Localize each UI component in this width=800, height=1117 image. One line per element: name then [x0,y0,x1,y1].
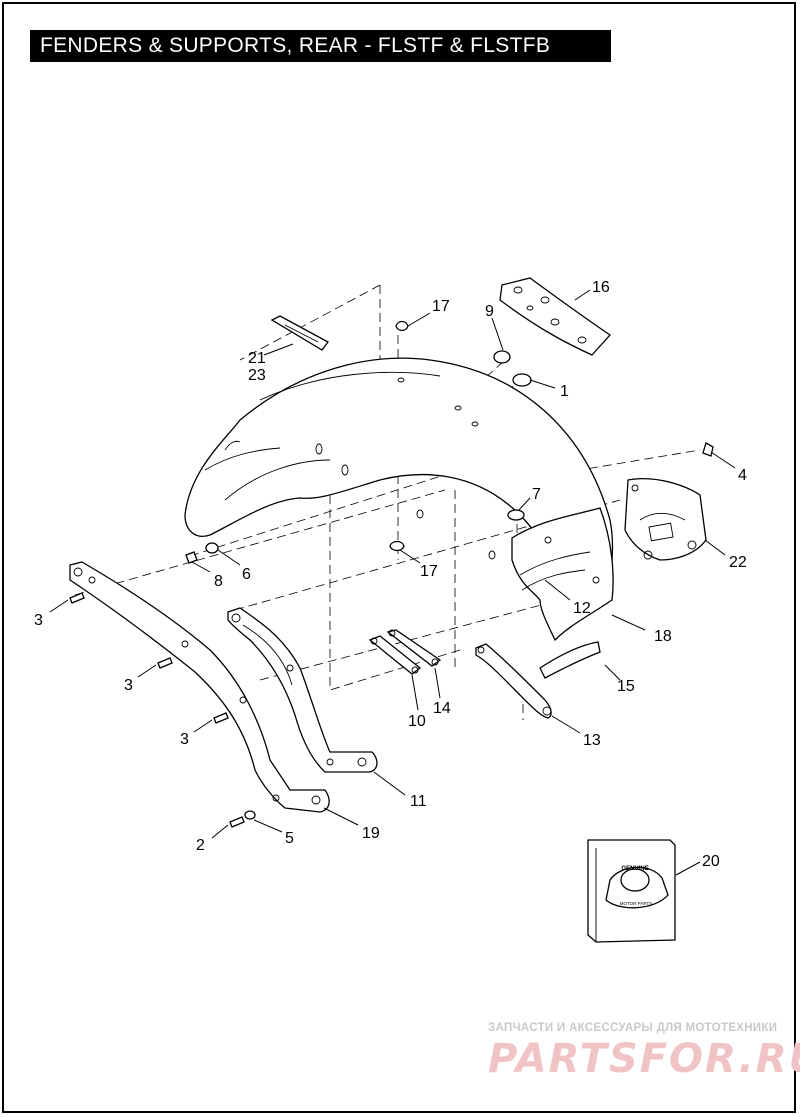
callout-7: 7 [532,486,541,503]
fender-support-inner [227,607,378,773]
fender-skirt [511,507,614,642]
leader-lines [49,289,736,876]
page-title: FENDERS & SUPPORTS, REAR - FLSTF & FLSTF… [30,30,611,62]
callout-22: 22 [729,554,747,571]
callout-labels: 1 2 3 3 3 4 5 6 7 8 9 10 11 12 13 14 15 … [34,279,747,870]
genuine-parts-box [587,839,676,943]
callout-17: 17 [432,298,450,315]
fender-strip-bracket [270,315,329,351]
fasteners [69,542,256,828]
fender-plate [499,277,611,356]
callout-19: 19 [362,825,380,842]
callout-3: 3 [180,731,189,748]
callout-14: 14 [433,700,451,717]
callout-21: 21 [248,350,266,367]
callout-5: 5 [285,830,294,847]
small-hardware [389,320,532,552]
callout-4: 4 [738,467,747,484]
callout-18: 18 [654,628,672,645]
logo-text-genuine: GENUINE [621,866,648,872]
callout-2: 2 [196,837,205,854]
callout-17: 17 [420,563,438,580]
callout-16: 16 [592,279,610,296]
callout-15: 15 [617,678,635,695]
callout-11: 11 [410,793,427,810]
callout-9: 9 [485,303,494,320]
rear-strut [475,641,601,719]
callout-20: 20 [702,853,720,870]
callout-10: 10 [408,713,426,730]
watermark-brand: PARTSFOR.RU [488,1036,800,1082]
callout-23: 23 [248,367,266,384]
watermark-tagline: ЗАПЧАСТИ И АКСЕССУАРЫ ДЛЯ МОТОТЕХНИКИ [488,1022,778,1034]
callout-6: 6 [242,566,251,583]
fender-link-plates [368,629,442,675]
callout-3: 3 [124,677,133,694]
callout-1: 1 [560,383,569,400]
callout-3: 3 [34,612,43,629]
callout-8: 8 [214,573,223,590]
callout-13: 13 [583,732,601,749]
callout-12: 12 [573,600,591,617]
genuine-motor-parts-logo: GENUINE MOTOR PARTS [620,866,653,906]
logo-text-motor-parts: MOTOR PARTS [620,901,653,906]
license-bracket [624,442,714,561]
fender-support-long [69,561,330,813]
